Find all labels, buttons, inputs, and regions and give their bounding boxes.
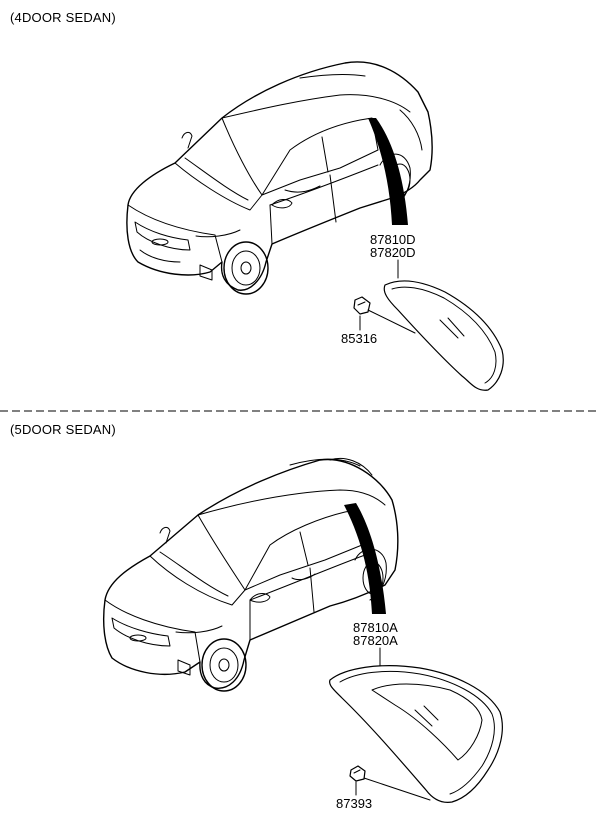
quarter-glass-icon [329,665,503,803]
quarter-glass-icon [383,280,504,391]
clip-icon [349,765,366,782]
section-title-5door: (5DOOR SEDAN) [10,422,116,437]
part-number-87820d: 87820D [370,245,416,260]
clip-icon [353,296,371,315]
section-title-4door: (4DOOR SEDAN) [10,10,116,25]
hatchback-car-icon [103,457,399,692]
sedan-car-icon [126,61,433,295]
part-number-85316: 85316 [341,331,378,346]
part-number-87810d: 87810D [370,232,416,247]
part-number-87393: 87393 [336,796,373,811]
part-number-87810a: 87810A [353,620,398,635]
part-number-87820a: 87820A [353,633,398,648]
